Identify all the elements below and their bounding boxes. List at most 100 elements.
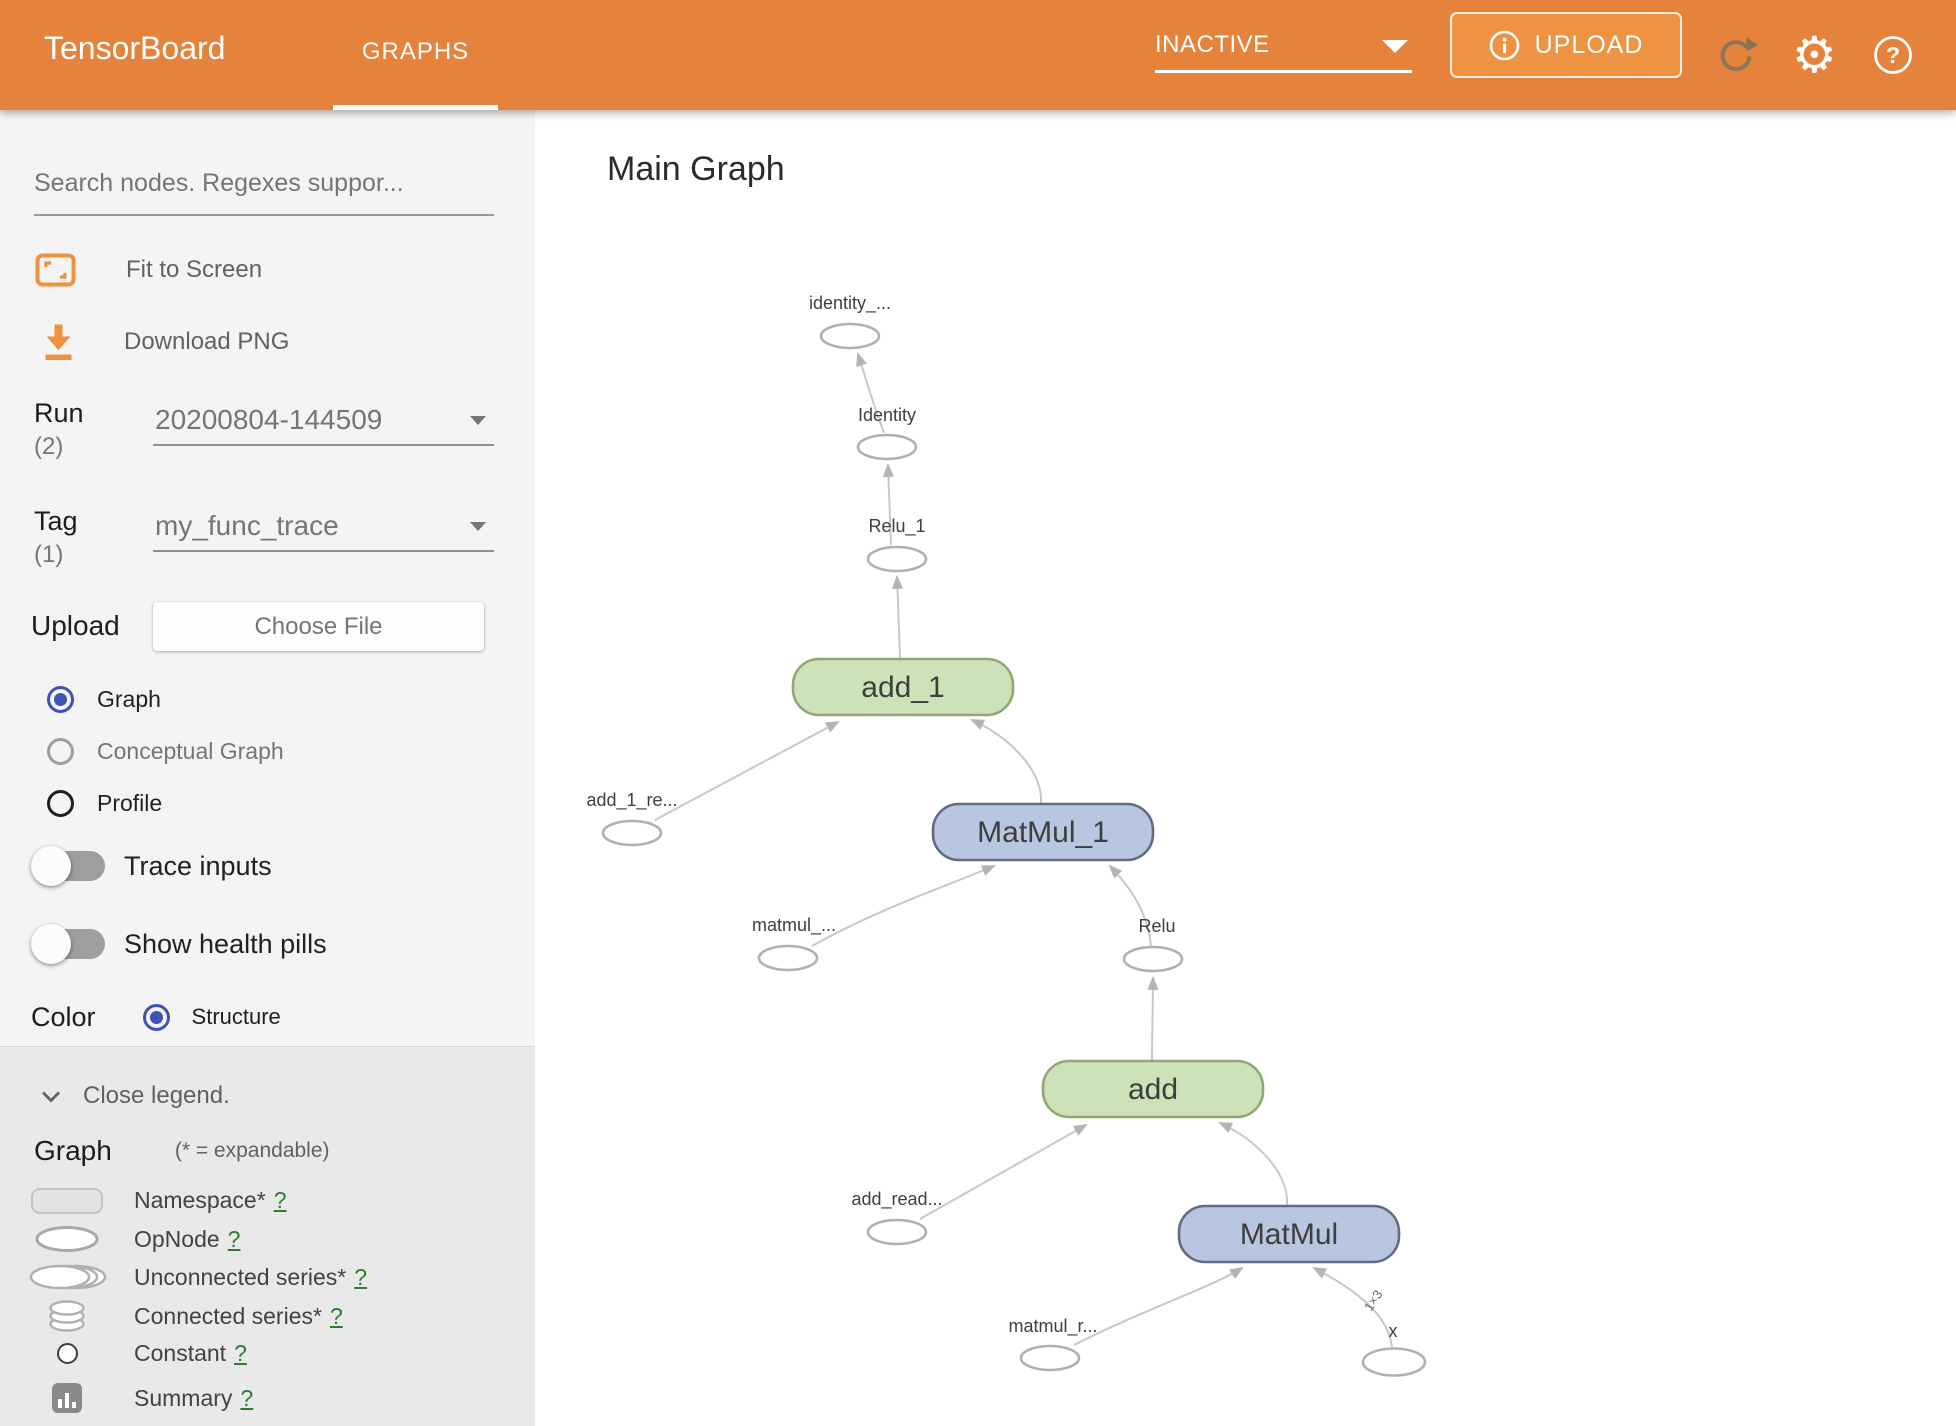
legend-item-unconnected-series-: Unconnected series*? (0, 1262, 535, 1292)
legend-item-label: Connected series* (134, 1302, 322, 1329)
refresh-icon[interactable] (1714, 33, 1758, 77)
legend-help-link[interactable]: ? (354, 1263, 368, 1290)
close-legend-label: Close legend. (83, 1082, 230, 1109)
download-icon (43, 323, 74, 362)
legend-item-constant: Constant? (0, 1340, 535, 1367)
legend-item-namespace-: Namespace*? (0, 1187, 535, 1214)
run-label: Run (34, 398, 84, 428)
view-radio-profile[interactable]: Profile (47, 788, 162, 818)
tag-select-value: my_func_trace (155, 510, 339, 541)
radio-unselected-icon (47, 737, 74, 765)
svg-text:?: ? (1886, 42, 1900, 68)
search-row (34, 165, 494, 216)
run-label-block: Run (2) (34, 397, 84, 465)
graph-node-Relu_1[interactable] (866, 545, 928, 573)
close-legend-button[interactable]: Close legend. (41, 1081, 230, 1111)
radio-unselected-icon (47, 789, 74, 817)
legend-help-link[interactable]: ? (329, 1302, 343, 1329)
legend-help-link[interactable]: ? (227, 1225, 241, 1252)
page-title: Main Graph (607, 150, 785, 188)
graph-node-add_read[interactable] (866, 1218, 928, 1246)
fit-to-screen-button[interactable]: Fit to Screen (35, 250, 262, 290)
run-select[interactable]: 20200804-144509 (153, 396, 494, 446)
graph-node-Relu[interactable] (1122, 945, 1184, 973)
graph-node-Identity[interactable] (856, 433, 918, 461)
status-dropdown-underline (1155, 70, 1412, 73)
choose-file-button[interactable]: Choose File (153, 602, 484, 651)
help-icon[interactable]: ? (1872, 34, 1914, 76)
view-radio-conceptual-graph[interactable]: Conceptual Graph (47, 736, 284, 766)
legend-help-link[interactable]: ? (273, 1187, 287, 1213)
toggle-off-icon (31, 922, 108, 966)
graph-node-matmul_[interactable] (757, 944, 819, 972)
summary-icon (0, 1383, 134, 1413)
trace-inputs-label: Trace inputs (124, 850, 272, 881)
view-profile-label: Profile (97, 789, 163, 816)
upload-button-label: UPLOAD (1534, 30, 1644, 59)
show-health-pills-toggle[interactable]: Show health pills (31, 922, 327, 966)
color-by-row: Color Structure (31, 1000, 281, 1034)
legend-help-link[interactable]: ? (234, 1340, 247, 1366)
sidebar: Fit to Screen Download PNG Run (2) 20200… (0, 110, 535, 1426)
legend-item-opnode: OpNode? (0, 1224, 535, 1254)
upload-label: Upload (31, 610, 120, 641)
legend-item-summary: Summary? (0, 1383, 535, 1413)
download-png-label: Download PNG (124, 328, 290, 355)
radio-selected-icon (47, 685, 74, 713)
info-icon (1489, 30, 1520, 61)
graph-node-MatMul[interactable] (1177, 1204, 1401, 1264)
show-health-pills-label: Show health pills (124, 928, 327, 959)
graph-node-identity_out[interactable] (819, 322, 881, 350)
namespace-icon (0, 1187, 134, 1214)
toggle-off-icon (31, 844, 108, 888)
status-dropdown-value: INACTIVE (1155, 31, 1270, 58)
graph-node-x[interactable] (1361, 1347, 1427, 1377)
opnode-icon (0, 1224, 134, 1254)
caret-down-icon (1382, 40, 1408, 53)
settings-gear-icon[interactable]: ⚙ (1792, 26, 1837, 84)
legend-heading: Graph (34, 1135, 112, 1166)
download-png-button[interactable]: Download PNG (35, 322, 289, 362)
legend-heading-note: (* = expandable) (174, 1139, 330, 1162)
constant-icon (0, 1343, 134, 1364)
run-count: (2) (34, 433, 64, 460)
run-select-value: 20200804-144509 (155, 404, 383, 435)
tag-count: (1) (34, 541, 64, 568)
legend-item-label: Summary (134, 1384, 233, 1411)
graph-node-add_1[interactable] (791, 657, 1015, 717)
color-structure-radio[interactable] (142, 1003, 170, 1031)
tab-graphs[interactable]: GRAPHS (361, 38, 470, 65)
fit-to-screen-icon (35, 253, 76, 287)
legend-item-label: Constant (134, 1340, 227, 1366)
color-label: Color (31, 1001, 96, 1032)
legend-item-connected-series-: Connected series*? (0, 1300, 535, 1332)
graph-node-MatMul_1[interactable] (931, 802, 1155, 862)
tag-select[interactable]: my_func_trace (153, 502, 494, 552)
trace-inputs-toggle[interactable]: Trace inputs (31, 844, 272, 888)
chevron-down-icon (41, 1090, 61, 1103)
legend-help-link[interactable]: ? (240, 1384, 254, 1411)
graph-node-add_1_re[interactable] (601, 819, 663, 847)
header: TensorBoard GRAPHS INACTIVE UPLOAD (0, 0, 1956, 110)
view-radio-graph[interactable]: Graph (47, 684, 161, 714)
app-logo: TensorBoard (44, 30, 226, 66)
choose-file-label: Choose File (254, 612, 383, 640)
graph-node-add[interactable] (1041, 1059, 1265, 1119)
fit-to-screen-label: Fit to Screen (126, 256, 263, 283)
view-conceptual-graph-label: Conceptual Graph (97, 737, 284, 764)
tag-label: Tag (34, 506, 78, 536)
legend-item-label: Namespace* (134, 1187, 266, 1213)
legend-item-label: OpNode (134, 1225, 220, 1252)
graph-node-matmul_r[interactable] (1019, 1344, 1081, 1372)
status-dropdown[interactable]: INACTIVE (1155, 26, 1412, 74)
active-tab-indicator (333, 105, 498, 110)
upload-button[interactable]: UPLOAD (1450, 12, 1682, 78)
unconnected-series-icon (0, 1262, 134, 1292)
caret-down-icon (470, 415, 486, 425)
search-input[interactable] (34, 165, 494, 216)
caret-down-icon (470, 521, 486, 531)
connected-series-icon (0, 1300, 134, 1332)
legend-item-label: Unconnected series* (134, 1263, 347, 1290)
tag-label-block: Tag (1) (34, 505, 78, 573)
